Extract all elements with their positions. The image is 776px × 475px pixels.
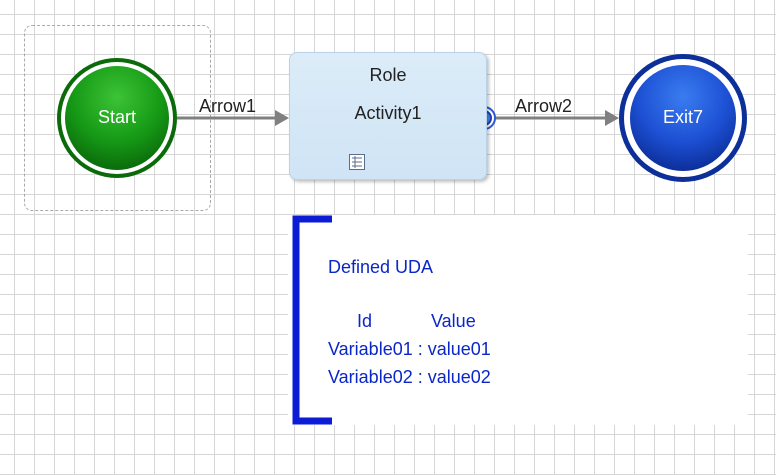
exit-label: Exit7 [662,107,704,127]
start-node[interactable] [57,58,177,178]
activity-node[interactable]: Role Activity1 [289,52,487,180]
uda-title: Defined UDA [328,257,434,277]
arrow1-connector[interactable] [177,110,289,126]
exit-node[interactable] [619,54,747,182]
arrow1-label: Arrow1 [199,96,257,116]
arrow2-connector[interactable] [495,110,619,126]
uda-row: Variable02 : value02 [328,367,491,387]
start-label: Start [97,107,136,127]
annotation-bracket [292,215,332,425]
arrow2-label: Arrow2 [515,96,573,116]
uda-row: Variable01 : value01 [328,339,491,359]
activity-role-label: Role [369,65,407,85]
uda-annotation[interactable]: Defined UDA Id Value Variable01 : value0… [288,215,748,425]
activity-name-label: Activity1 [354,103,422,123]
uda-column-id: Id [357,311,373,331]
list-icon[interactable] [349,154,365,170]
uda-column-value: Value [431,311,476,331]
